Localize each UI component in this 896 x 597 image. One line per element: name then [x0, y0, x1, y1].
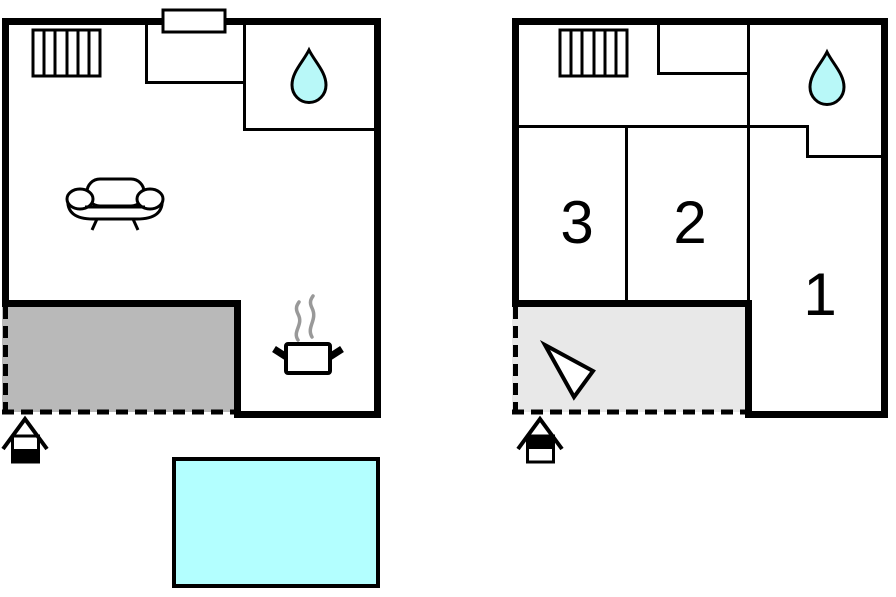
terrace-right-wall [234, 300, 241, 418]
closet-left-wall [657, 25, 660, 75]
wall-left [512, 18, 519, 307]
wall-right [374, 18, 381, 418]
direction-arrow-icon [539, 339, 596, 401]
hall-bottom-wall [145, 81, 246, 84]
wall-right [881, 18, 888, 418]
sofa-icon [65, 177, 165, 231]
sofa-armrest-left [65, 187, 95, 211]
steam-wisp [294, 300, 302, 342]
terrace-top-wall [2, 300, 241, 307]
wall-top [512, 18, 888, 25]
ground-terrace [2, 307, 234, 412]
upper-terrace-dashed-edges [512, 307, 750, 415]
steam-icon [294, 294, 316, 342]
window-icon [161, 8, 227, 34]
sofa-back [85, 177, 146, 208]
wall-bottom [748, 411, 888, 418]
house-body-filled-half [12, 449, 39, 462]
terrace-right-wall [745, 300, 752, 418]
ground-interior-walls [145, 25, 377, 131]
upper-terrace [512, 307, 745, 412]
house-roof [1, 415, 49, 451]
upper-outer-walls [512, 18, 888, 418]
room-label-2: 2 [673, 189, 706, 256]
wall-bottom [234, 411, 381, 418]
stairs-icon [558, 28, 629, 78]
room-label-3: 3 [560, 189, 593, 256]
steam-wisp [308, 294, 316, 339]
stairs-icon [31, 28, 102, 78]
bathroom-bottom-wall [243, 128, 377, 131]
pot-body [284, 342, 332, 375]
bathroom-step-wall-horizontal [806, 155, 884, 158]
house-roof [516, 415, 564, 451]
house-body-filled-half [527, 436, 554, 449]
ground-terrace-dashed-edges [2, 307, 238, 415]
upper-interior-walls [519, 25, 884, 307]
sofa-leg-left [90, 218, 99, 231]
house-ground-floor-icon [1, 415, 49, 464]
water-drop-icon [808, 48, 846, 106]
sofa-armrest-right [135, 187, 165, 211]
water-drop-icon [290, 46, 328, 104]
sofa-body [66, 196, 164, 221]
swimming-pool [172, 457, 380, 588]
terrace-top-wall [512, 300, 752, 307]
hall-left-wall [145, 25, 148, 83]
room-label-1: 1 [803, 261, 836, 328]
closet-bottom-wall [657, 72, 750, 75]
sofa-leg-right [131, 218, 140, 231]
upper-floor-plan: 3 2 1 [512, 18, 888, 464]
house-upper-floor-icon [516, 415, 564, 464]
ground-floor-plan [1, 8, 381, 588]
rooms-top-wall [519, 125, 808, 128]
bathroom-left-wall [243, 25, 246, 131]
cooking-pot-icon [272, 294, 344, 375]
corridor-wall [747, 25, 750, 307]
wall-left [2, 18, 9, 307]
bathroom-step-wall-vertical [806, 125, 809, 158]
room2-room3-divider-wall [625, 128, 628, 303]
